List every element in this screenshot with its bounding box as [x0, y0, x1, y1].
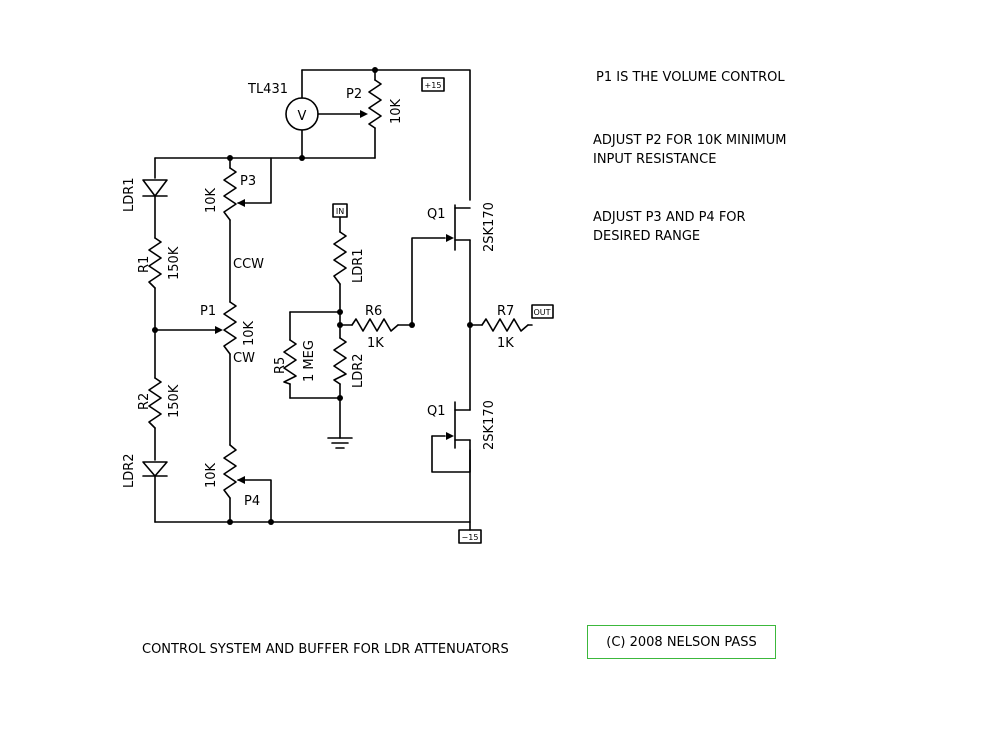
wiper-arrow-icon: [215, 326, 223, 334]
q1-top-jfet: Q1 2SK170: [427, 202, 497, 252]
minus15-rail: [154, 449, 471, 523]
resistor-zigzag-icon: [223, 444, 237, 499]
p4-value-label: 10K: [204, 462, 219, 488]
tl431-label: TL431: [247, 82, 288, 97]
q1-top-label: Q1: [427, 207, 446, 222]
r6-label: R6: [365, 304, 382, 319]
p3-label: P3: [240, 174, 256, 189]
r7-value-label: 1K: [497, 336, 514, 351]
tl431-reference: V TL431: [247, 82, 319, 131]
diode-triangle-icon: [142, 179, 168, 197]
r1-label: R1: [137, 256, 152, 273]
p2-potentiometer: P2 10K: [346, 79, 404, 129]
caption: CONTROL SYSTEM AND BUFFER FOR LDR ATTENU…: [142, 642, 509, 657]
q1-bottom-part-label: 2SK170: [482, 400, 497, 450]
plus15-label: +15: [425, 81, 442, 90]
wiper-arrow-icon: [237, 199, 245, 207]
note-p3p4-line1: ADJUST P3 AND P4 FOR: [593, 210, 746, 225]
p1-value-label: 10K: [242, 320, 257, 346]
diode-triangle-icon: [142, 461, 168, 477]
p2-value-label: 10K: [389, 98, 404, 124]
ldr1-series-label: LDR1: [351, 248, 366, 283]
ground-icon: [327, 437, 353, 449]
voltage-source-symbol: V: [298, 109, 307, 124]
ldr1-left-label: LDR1: [122, 177, 137, 212]
plus15-terminal: +15: [421, 77, 445, 92]
ldr2-diode: LDR2: [122, 453, 168, 488]
note-p2-line2: INPUT RESISTANCE: [593, 152, 717, 167]
note-p3p4-line2: DESIRED RANGE: [593, 229, 701, 244]
note-volume: P1 IS THE VOLUME CONTROL: [596, 70, 785, 85]
r7-resistor: R7 1K: [481, 304, 529, 351]
ccw-label: CCW: [233, 257, 264, 272]
wires: [154, 69, 533, 531]
output-terminal: OUT: [531, 304, 554, 319]
plus15-rail: [301, 69, 471, 201]
p3-potentiometer: P3 10K: [204, 167, 256, 221]
copyright-text: (C) 2008 NELSON PASS: [606, 634, 757, 650]
r6-value-label: 1K: [367, 336, 384, 351]
p2-label: P2: [346, 87, 362, 102]
wiper-arrow-icon: [360, 110, 368, 118]
wiper-arrow-icon: [237, 476, 245, 484]
resistor-zigzag-icon: [148, 377, 162, 429]
q1-top-part-label: 2SK170: [482, 202, 497, 252]
resistor-zigzag-icon: [148, 237, 162, 289]
resistor-zigzag-icon: [223, 301, 237, 355]
r5-value-label: 1 MEG: [302, 340, 317, 382]
p1-potentiometer: P1 10K: [200, 301, 257, 355]
ldr2-left-label: LDR2: [122, 453, 137, 488]
p3-value-label: 10K: [204, 187, 219, 213]
resistor-zigzag-icon: [368, 79, 382, 129]
ldr2-shunt-label: LDR2: [351, 353, 366, 388]
cw-label: CW: [233, 351, 255, 366]
note-p2-line1: ADJUST P2 FOR 10K MINIMUM: [593, 133, 787, 148]
gate-arrow-icon: [446, 234, 454, 242]
r5-label: R5: [273, 357, 288, 374]
minus15-terminal: −15: [458, 529, 482, 544]
p4-potentiometer: P4 10K: [204, 444, 260, 509]
in-label: IN: [336, 207, 344, 216]
r7-label: R7: [497, 304, 514, 319]
r1-resistor: R1 150K: [137, 237, 182, 289]
r5-resistor: R5 1 MEG: [273, 339, 317, 385]
p4-label: P4: [244, 494, 260, 509]
q1-bottom-jfet: Q1 2SK170: [427, 400, 497, 450]
q1-bottom-label: Q1: [427, 404, 446, 419]
resistor-zigzag-icon: [351, 318, 399, 332]
p1-label: P1: [200, 304, 216, 319]
junction-dots: [152, 67, 473, 525]
out-label: OUT: [533, 308, 550, 317]
resistor-zigzag-icon: [333, 337, 347, 385]
resistor-zigzag-icon: [283, 339, 297, 385]
gate-arrow-icon: [446, 432, 454, 440]
resistor-zigzag-icon: [223, 167, 237, 221]
input-terminal: IN: [332, 203, 348, 218]
r2-value-label: 150K: [167, 384, 182, 418]
ldr2-shunt-resistor: LDR2: [333, 337, 366, 388]
r1-value-label: 150K: [167, 246, 182, 280]
r2-resistor: R2 150K: [137, 377, 182, 429]
ldr1-diode: LDR1: [122, 177, 168, 212]
voltage-source-icon: [285, 97, 319, 131]
copyright-box: (C) 2008 NELSON PASS: [587, 625, 776, 659]
minus15-label: −15: [462, 533, 479, 542]
resistor-zigzag-icon: [333, 231, 347, 285]
r2-label: R2: [137, 393, 152, 410]
r6-resistor: R6 1K: [351, 304, 399, 351]
resistor-zigzag-icon: [481, 318, 529, 332]
ldr1-series-resistor: LDR1: [333, 231, 366, 285]
